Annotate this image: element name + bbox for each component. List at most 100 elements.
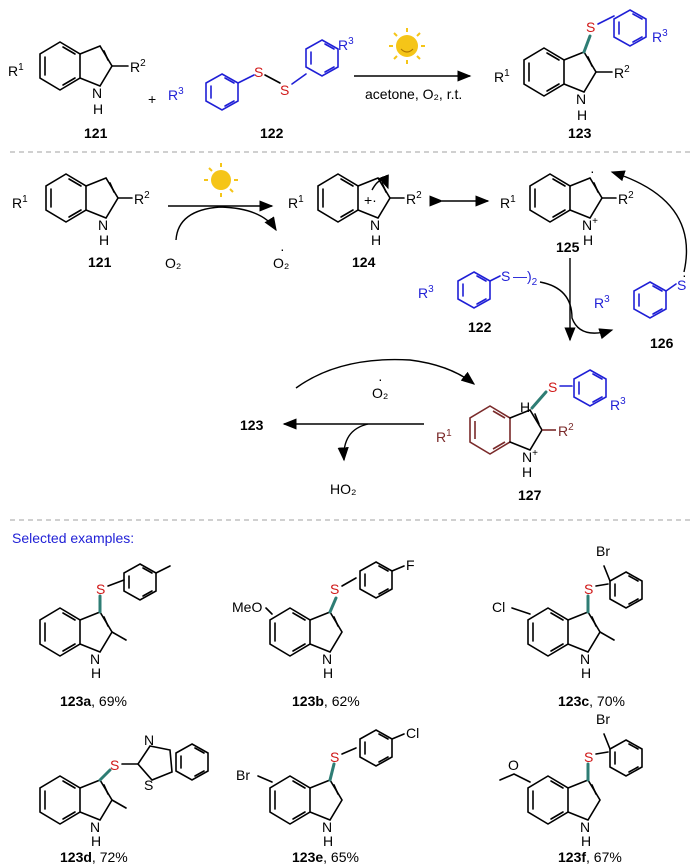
svg-text:H: H (93, 101, 103, 117)
svg-text:R2: R2 (618, 190, 634, 207)
top-scheme: R1 R2 N H 121 + R3 S S R3 122 (8, 9, 668, 141)
svg-text:R2: R2 (130, 58, 146, 75)
svg-text:·: · (682, 267, 687, 283)
svg-text:N: N (98, 217, 108, 233)
svg-text:Cl: Cl (406, 725, 419, 741)
example-123d-structure: NH S N S (39, 732, 209, 849)
svg-text:R3: R3 (652, 28, 668, 45)
mechanism: R1 R2 N H 121 O₂ O₂ · R1 R2 +· N H 124 (12, 163, 688, 503)
svg-text:·: · (280, 241, 285, 257)
example-123a-structure: NH S (39, 563, 171, 681)
svg-text:H: H (91, 665, 101, 681)
svg-text:R1: R1 (494, 68, 510, 85)
svg-text:N: N (576, 91, 586, 107)
example-123b-structure: MeO NH S F (232, 557, 415, 681)
svg-text:S: S (96, 581, 105, 597)
svg-text:H: H (581, 833, 591, 849)
example-123a-label: 123a, 69% (60, 693, 127, 709)
compound-121-mech-label: 121 (88, 254, 112, 270)
svg-text:H: H (522, 464, 532, 480)
svg-text:N: N (580, 651, 590, 667)
svg-text:H: H (581, 665, 591, 681)
compound-122-mech-label: 122 (468, 319, 492, 335)
svg-text:H: H (99, 232, 109, 248)
svg-text:R2: R2 (134, 190, 150, 207)
byproduct-label: HO₂ (330, 481, 356, 497)
svg-text:R3: R3 (338, 36, 354, 53)
svg-text:H: H (323, 665, 333, 681)
svg-text:R1: R1 (8, 62, 24, 79)
svg-text:H: H (520, 399, 530, 415)
svg-text:MeO: MeO (232, 599, 262, 615)
svg-text:S: S (330, 749, 339, 765)
svg-text:N: N (144, 732, 154, 748)
svg-text:·: · (590, 163, 595, 179)
svg-text:R3: R3 (610, 396, 626, 413)
svg-text:·: · (378, 371, 383, 387)
cation-127-structure: R2 R1 H N+ H S R3 (436, 369, 626, 480)
svg-text:Br: Br (236, 767, 250, 783)
svg-text:N: N (92, 85, 102, 101)
disulfide-122-structure: R3 S S R3 (168, 36, 354, 111)
svg-text:R2: R2 (614, 64, 630, 81)
svg-text:S: S (548, 379, 557, 395)
product-123-structure: R1 R2 N H S R3 (494, 9, 668, 123)
svg-text:N: N (90, 819, 100, 835)
example-123e-label: 123e, 65% (292, 849, 359, 865)
svg-text:N+: N+ (522, 448, 538, 465)
compound-127-label: 127 (518, 487, 542, 503)
svg-text:—)2: —)2 (513, 268, 538, 288)
example-123f-structure: O NH S Br (499, 711, 643, 849)
svg-text:N: N (370, 217, 380, 233)
svg-text:H: H (577, 107, 587, 123)
sun-icon (204, 163, 238, 197)
svg-text:H: H (323, 833, 333, 849)
oxygen-label: O₂ (165, 255, 181, 271)
example-123c-label: 123c, 70% (558, 693, 625, 709)
svg-text:N: N (90, 651, 100, 667)
examples-heading: Selected examples: (12, 530, 134, 546)
svg-text:Cl: Cl (492, 599, 505, 615)
conditions-label: acetone, O₂, r.t. (365, 86, 462, 102)
svg-text:R3: R3 (418, 284, 434, 301)
compound-121-label: 121 (84, 125, 108, 141)
svg-text:S: S (280, 82, 289, 98)
svg-text:S: S (144, 777, 153, 793)
svg-text:R1: R1 (436, 428, 452, 445)
compound-125-label: 125 (556, 239, 580, 255)
indole-121-structure: R1 R2 N H (8, 41, 146, 117)
svg-text:H: H (91, 833, 101, 849)
svg-text:R2: R2 (406, 190, 422, 207)
svg-text:H: H (371, 232, 381, 248)
svg-text:R1: R1 (288, 194, 304, 211)
svg-text:S: S (330, 581, 339, 597)
example-123c-structure: Cl NH S Br (492, 543, 643, 681)
svg-text:F: F (406, 557, 415, 573)
svg-text:S: S (110, 757, 119, 773)
svg-text:O: O (508, 757, 519, 773)
svg-text:R1: R1 (12, 194, 28, 211)
svg-text:S: S (584, 749, 593, 765)
svg-text:N: N (322, 819, 332, 835)
svg-text:S: S (254, 64, 263, 80)
superoxide-2-label: O₂ (372, 385, 388, 401)
svg-text:+: + (148, 91, 156, 107)
svg-text:N+: N+ (582, 216, 598, 233)
sun-icon (389, 28, 425, 64)
example-123d-label: 123d, 72% (60, 849, 128, 865)
compound-126-label: 126 (650, 335, 674, 351)
svg-text:R1: R1 (500, 194, 516, 211)
svg-text:R2: R2 (558, 422, 574, 439)
superoxide-label: O₂ (273, 255, 289, 271)
svg-text:N: N (322, 651, 332, 667)
compound-122-label: 122 (260, 125, 284, 141)
example-123e-structure: Br NH S Cl (236, 725, 419, 849)
svg-text:S: S (586, 19, 595, 35)
svg-text:R3: R3 (594, 294, 610, 311)
svg-text:S: S (584, 581, 593, 597)
svg-text:+·: +· (364, 192, 377, 208)
compound-124-label: 124 (352, 254, 376, 270)
svg-text:N: N (580, 819, 590, 835)
